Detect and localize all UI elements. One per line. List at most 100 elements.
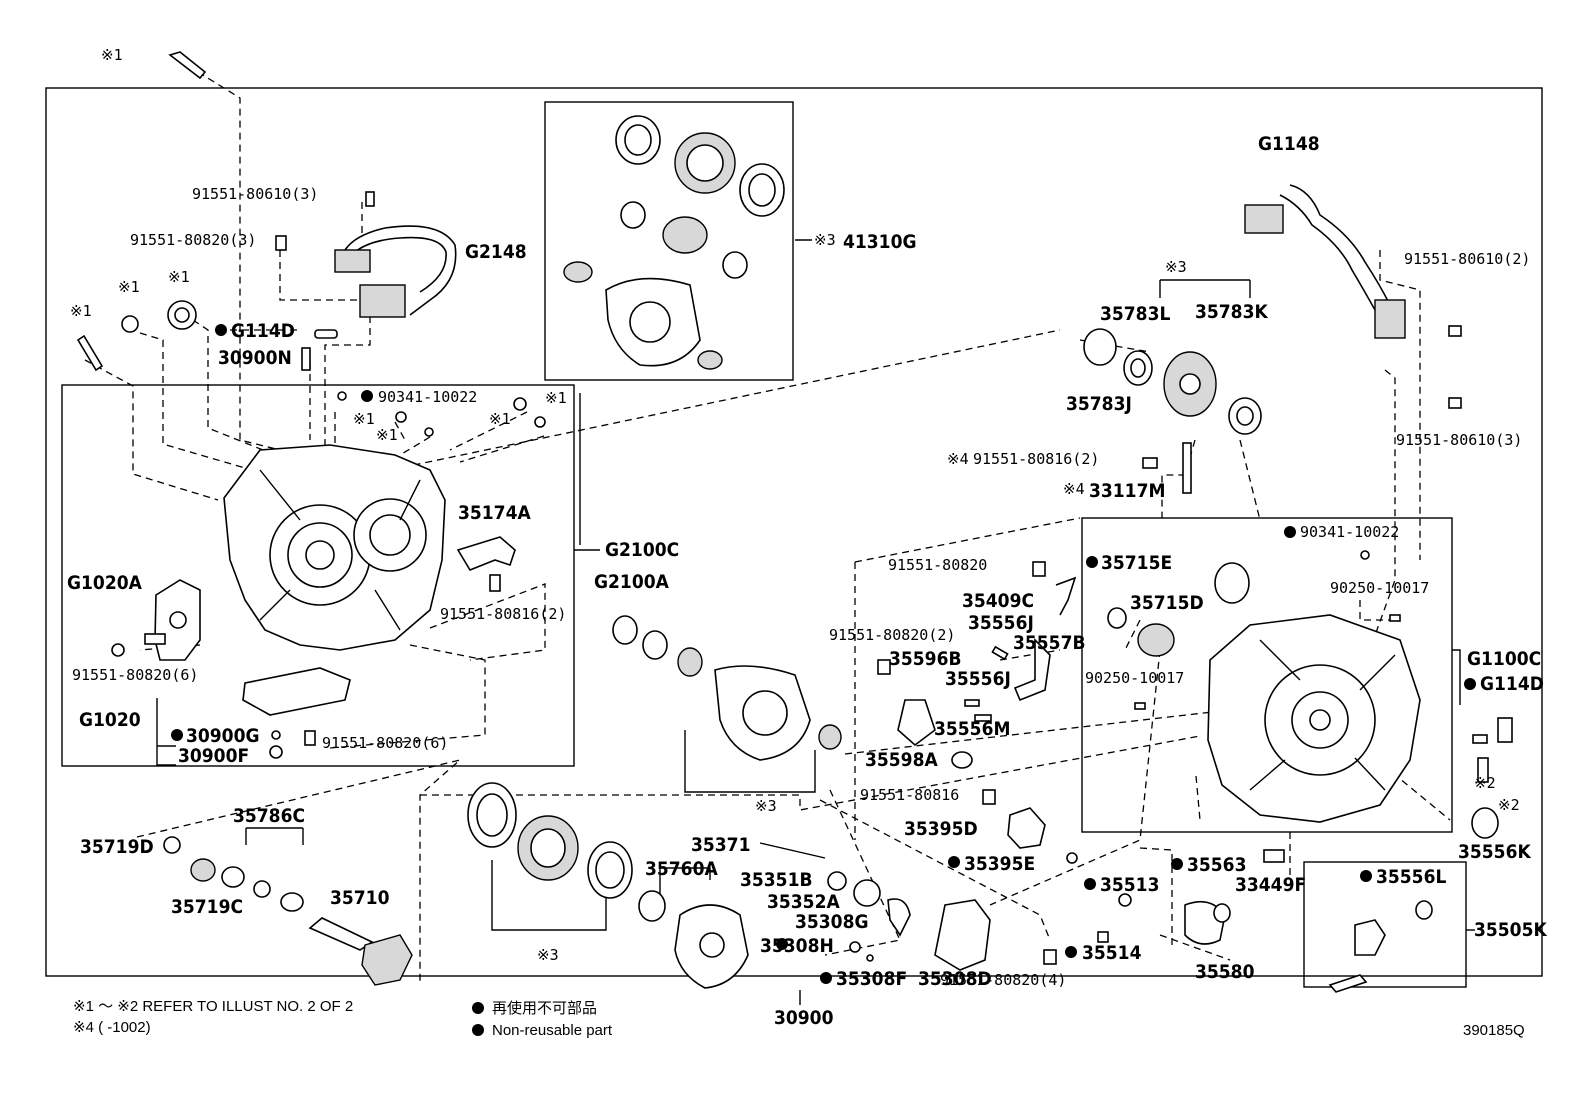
label-35556k: 35556K [1458,841,1531,863]
label-33117m: 33117M [1089,480,1165,502]
label-91551-80816-2-right: 91551-80816(2) [973,450,1099,468]
outer-frame [45,87,1543,977]
label-g2100c: G2100C [605,539,679,561]
label-g114d-top: G114D [231,320,295,342]
label-g1148: G1148 [1258,133,1320,155]
label-91551-80610-2: 91551-80610(2) [1404,250,1530,268]
label-35563: 35563 [1187,854,1246,876]
label-35371: 35371 [691,834,750,856]
label-35556m: 35556M [934,718,1010,740]
label-91551-80820-4: 91551-80820(4) [940,971,1066,989]
ref-mark-1-e: ※1 [376,426,398,444]
ref-mark-1-a: ※1 [70,302,92,320]
label-91551-80816-2-left: 91551-80816(2) [440,605,566,623]
differential-kit-41310g[interactable] [563,115,785,370]
ref-mark-1-g: ※1 [545,389,567,407]
label-90250-10017-a: 90250-10017 [1330,579,1429,597]
label-35395e: 35395E [964,853,1035,875]
label-35409c: 35409C [962,590,1034,612]
label-35760a: 35760A [645,858,718,880]
label-35351b: 35351B [740,869,813,891]
label-g2148: G2148 [465,241,527,263]
label-35719c: 35719C [171,896,243,918]
label-35786c: 35786C [233,805,305,827]
bracket-g1020a[interactable] [144,579,201,661]
label-35308h: 35308H [760,935,834,957]
label-35783l: 35783L [1100,303,1170,325]
diff-kit-frame [544,101,794,381]
ref-mark-3-bearings: ※3 [1165,258,1187,276]
label-35783k: 35783K [1195,301,1268,323]
part-labels: ※1 91551-80610(3) 91551-80820(3) G2148 ※… [67,46,1547,1029]
label-35710: 35710 [330,887,390,909]
label-g1020a: G1020A [67,572,143,594]
label-35556l: 35556L [1376,866,1446,888]
label-35580: 35580 [1195,961,1255,983]
parking-lock-group[interactable] [759,842,991,971]
transaxle-case-right[interactable] [1207,614,1421,823]
label-35556j-b: 35556J [945,668,1011,690]
ref-mark-3-carrier: ※3 [537,946,559,964]
label-91551-80820-2: 91551-80820(2) [829,626,955,644]
label-35514: 35514 [1082,942,1142,964]
label-30900n: 30900N [218,347,292,369]
label-91551-80816-mid: 91551-80816 [860,786,959,804]
right-case-frame [1081,517,1453,833]
label-35596b: 35596B [889,648,962,670]
label-g114d-right: G114D [1480,673,1544,695]
label-g1020: G1020 [79,709,141,731]
label-91551-80820-6-right: 91551-80820(6) [322,734,448,752]
footer-notes: ※1 ～ ※2 REFER TO ILLUST NO. 2 OF 2 ※4 ( … [73,998,1525,1039]
label-30900g: 30900G [186,725,260,747]
carrier-35760a[interactable] [467,782,749,989]
bearing-group-35783[interactable] [1083,328,1262,435]
label-35715e: 35715E [1101,552,1172,574]
label-91551-80820-6-left: 91551-80820(6) [72,666,198,684]
label-35783j: 35783J [1066,393,1132,415]
label-35308f: 35308F [836,968,907,990]
legend-non-reusable-jp: 再使用不可部品 [492,1000,597,1017]
ref-mark-3-41310g: ※3 [814,231,836,249]
label-90341-10022-right: 90341-10022 [1300,523,1399,541]
plate-35174a[interactable] [456,536,516,571]
harness-g2148[interactable] [334,225,457,318]
gear-35715d[interactable] [1107,562,1250,657]
ref-mark-2-b: ※2 [1498,796,1520,814]
ref-mark-4-b: ※4 [1063,480,1085,498]
illustration-number: 390185Q [1463,1022,1525,1039]
bracket-lines [156,239,1475,1005]
small-parts-right[interactable] [1097,717,1513,993]
footer-note-range: ※4 ( -1002) [73,1019,151,1036]
legend-non-reusable-en: Non-reusable part [492,1022,613,1039]
transaxle-case-left[interactable] [223,444,446,651]
label-35598a: 35598A [865,749,938,771]
label-30900f: 30900F [178,745,249,767]
label-35513: 35513 [1100,874,1159,896]
label-35174a: 35174A [458,502,531,524]
cover-plate-g1020[interactable] [242,667,351,716]
label-90250-10017-b: 90250-10017 [1085,669,1184,687]
label-30900: 30900 [774,1007,834,1029]
shift-linkage-parts[interactable] [897,576,1078,864]
non-reusable-dots [171,324,1476,1036]
label-90341-10022-left: 90341-10022 [378,388,477,406]
shaft-35710[interactable] [163,836,413,986]
differential-carrier[interactable] [612,615,842,761]
label-35308d: 35308D [918,968,992,990]
ref-mark-2-a: ※2 [1474,774,1496,792]
ref-mark-1-c: ※1 [168,268,190,286]
ref-mark-1-b: ※1 [118,278,140,296]
label-35719d: 35719D [80,836,154,858]
bolt-icons [76,51,1489,965]
harness-g1148[interactable] [1244,184,1406,339]
ref-mark-1-top: ※1 [101,46,123,64]
label-g1100c: G1100C [1467,648,1541,670]
label-91551-80820-mid: 91551-80820 [888,556,987,574]
label-35505k: 35505K [1474,919,1547,941]
ref-mark-3-diff: ※3 [755,797,777,815]
label-35556j-a: 35556J [968,612,1034,634]
ref-mark-1-d: ※1 [353,410,375,428]
footer-note-refer: ※1 ～ ※2 REFER TO ILLUST NO. 2 OF 2 [73,998,353,1015]
small-kit-frame [1303,861,1467,988]
